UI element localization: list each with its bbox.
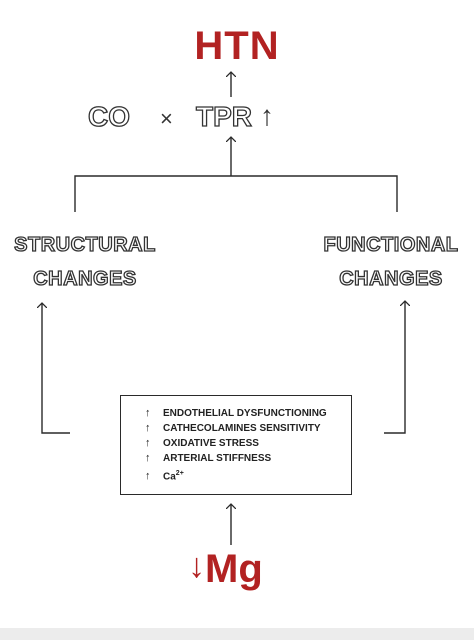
arrow-to-structural	[42, 303, 70, 434]
structural-changes-label: STRUCTURAL CHANGES	[0, 228, 170, 296]
bottom-band	[0, 628, 474, 640]
factor-item: ↑ ENDOTHELIAL DYSFUNCTIONING	[145, 406, 327, 421]
mg-label: ↓Mg	[188, 547, 263, 592]
up-arrow-icon: ↑	[145, 407, 151, 419]
factor-item: ↑ Ca2+	[145, 466, 327, 483]
structural-line2: CHANGES	[33, 267, 137, 290]
mg-text: Mg	[205, 547, 263, 591]
factor-item: ↑ ARTERIAL STIFFNESS	[145, 451, 327, 466]
up-arrow-icon: ↑	[145, 437, 151, 449]
functional-line1: FUNCTIONAL	[323, 233, 459, 256]
factors-list: ↑ ENDOTHELIAL DYSFUNCTIONING ↑ CATHECOLAMI…	[145, 406, 327, 483]
formula-tpr: TPR	[195, 100, 252, 132]
structural-line1: STRUCTURAL	[14, 233, 156, 256]
factor-superscript: 2+	[175, 470, 184, 477]
tpr-up-arrow-icon: ↑	[260, 100, 274, 131]
up-arrow-icon: ↑	[145, 452, 151, 464]
top-bracket	[74, 175, 398, 212]
factor-text: Ca	[163, 471, 176, 483]
factor-text: CATHECOLAMINES SENSITIVITY	[163, 423, 321, 434]
arrow-to-functional	[384, 301, 405, 434]
factor-text: ENDOTHELIAL DYSFUNCTIONING	[163, 408, 327, 419]
up-arrow-icon: ↑	[145, 470, 151, 483]
title-htn: HTN	[194, 24, 280, 68]
formula-times: ×	[160, 106, 173, 131]
functional-changes-label: FUNCTIONAL CHANGES	[308, 228, 474, 296]
factor-text: OXIDATIVE STRESS	[163, 438, 259, 449]
factor-item: ↑ CATHECOLAMINES SENSITIVITY	[145, 421, 327, 436]
formula-co: CO	[87, 100, 130, 132]
functional-line2: CHANGES	[339, 267, 443, 290]
factor-item: ↑ OXIDATIVE STRESS	[145, 436, 327, 451]
down-arrow-icon: ↓	[188, 547, 205, 585]
factor-text: ARTERIAL STIFFNESS	[163, 453, 272, 464]
factors-box: ↑ ENDOTHELIAL DYSFUNCTIONING ↑ CATHECOLAMI…	[120, 395, 352, 495]
up-arrow-icon: ↑	[145, 422, 151, 434]
